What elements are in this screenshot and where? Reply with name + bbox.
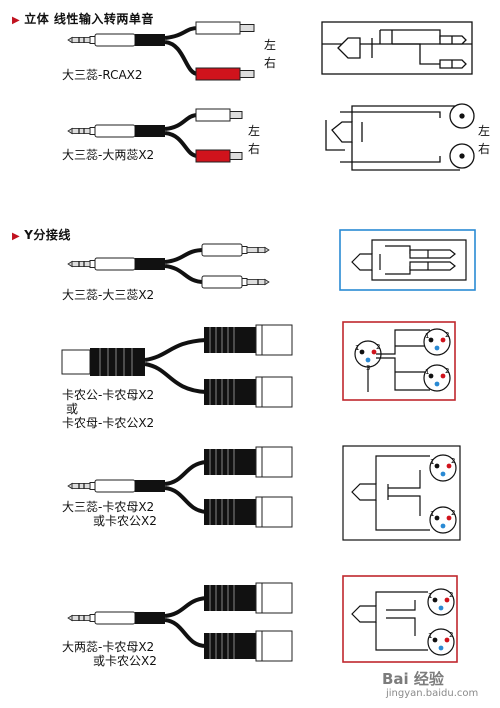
cable-label-ts-xlr-line2: 或卡农公X2 [93,654,157,668]
pin-number: 2 [445,331,449,339]
pin-number: 1 [425,332,429,340]
wiring-diagram-trs-ts [325,103,475,171]
cable-label-xlr-line3: 卡农母-卡农公X2 [62,416,155,430]
pin-number: 2 [451,457,455,465]
diagram-end-label-right: 右 [478,142,491,156]
section-title: 立体 线性输入转两单音 [24,12,154,26]
cable-label-trs-trs: 大三蕊-大三蕊X2 [62,288,155,302]
end-label-left: 左 [264,38,277,52]
pin-number: 1 [425,368,429,376]
watermark-url: jingyan.baidu.com [386,688,479,699]
cable-trs-rca [67,21,255,81]
triangle-bullet-icon: ▶ [12,15,21,26]
triangle-bullet-icon: ▶ [12,231,21,242]
pin-number: 1 [428,592,432,600]
wiring-diagram-ts-xlr [342,575,458,663]
cable-trs-xlr [67,446,293,528]
end-label-right: 右 [264,56,277,70]
cable-trs-trs [67,243,270,289]
watermark-logo: Bai 经验 [382,670,444,688]
section-header-y-split: ▶Y分接线 [12,226,71,243]
cable-label-trs-ts: 大三蕊-大两蕊X2 [62,148,155,162]
cable-xlr-xlr [61,324,293,408]
pin-number: 1 [355,344,359,352]
wiring-diagram-trs-xlr [342,445,461,541]
pin-number: 2 [376,343,380,351]
cable-label-trs-rca: 大三蕊-RCAX2 [62,68,143,82]
cable-label-xlr-line1: 卡农公-卡农母X2 [62,388,155,402]
pin-number: 2 [449,631,453,639]
end-label-right: 右 [248,142,261,156]
pin-number: 2 [451,509,455,517]
pin-number: 2 [445,367,449,375]
section-header-stereo: ▶立体 线性输入转两单音 [12,10,154,27]
cable-trs-ts [67,108,243,163]
cable-ts-xlr [67,582,293,662]
xlr-pin-markers [359,337,452,651]
pin-number: 3 [366,364,370,372]
cable-label-xlr-line2: 或 [66,402,79,416]
wiring-diagram-xlr-xlr [342,321,456,401]
end-label-left: 左 [248,124,261,138]
cable-label-ts-xlr-line1: 大两蕊-卡农母X2 [62,640,155,654]
cable-label-trs-xlr-line2: 或卡农公X2 [93,514,157,528]
wiring-diagram-trs-trs [339,229,476,291]
pin-number: 1 [428,632,432,640]
wiring-diagram-trs-rca [321,21,473,75]
pin-number: 1 [430,458,434,466]
diagram-end-label-left: 左 [478,124,491,138]
xlr-pin-numbers: 1 2 3 1 2 1 2 1 2 1 2 1 2 1 2 [355,331,455,640]
cable-label-trs-xlr-line1: 大三蕊-卡农母X2 [62,500,155,514]
pin-number: 1 [430,510,434,518]
pin-number: 2 [449,591,453,599]
section-title: Y分接线 [24,228,71,242]
